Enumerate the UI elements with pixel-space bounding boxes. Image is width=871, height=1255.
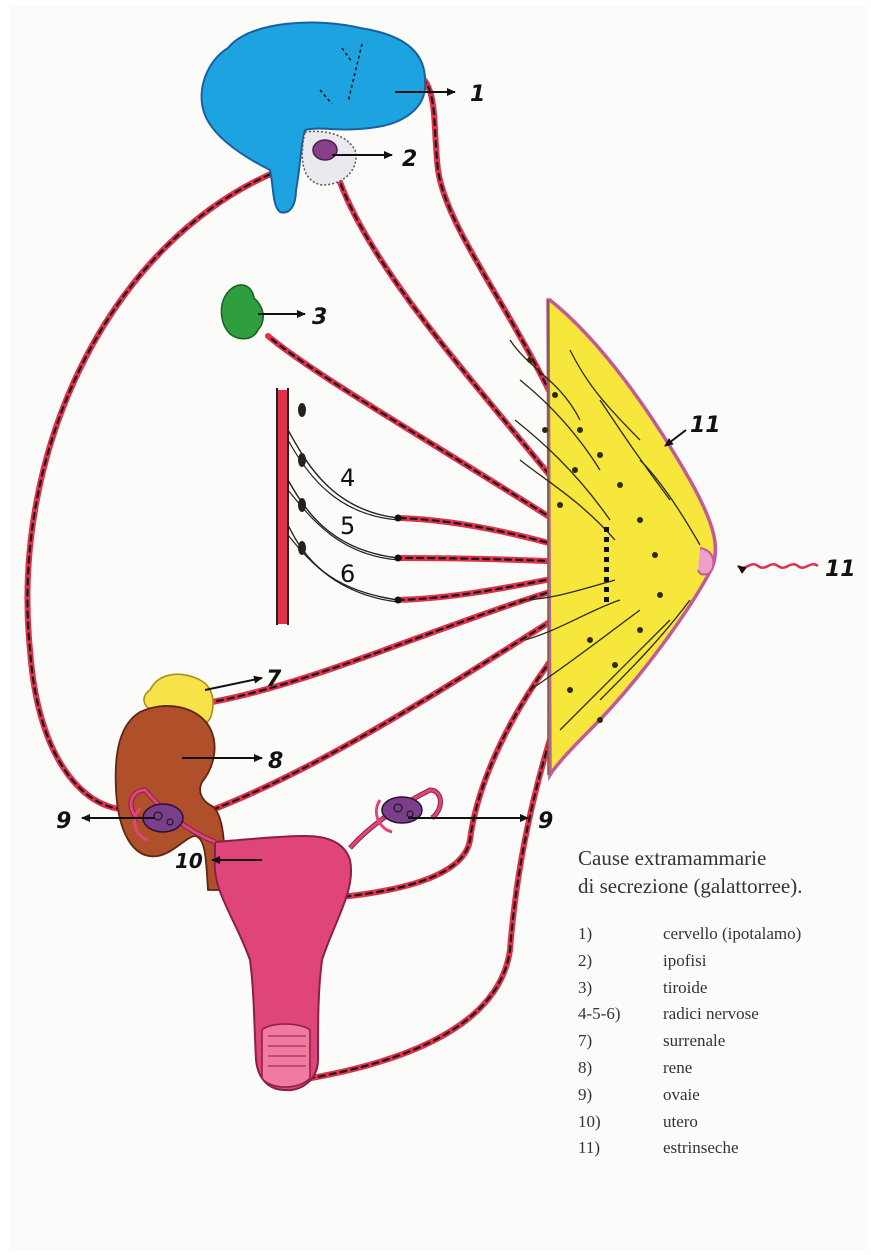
- legend-number: 1): [578, 924, 592, 944]
- legend-text: surrenale: [663, 1031, 725, 1051]
- arrow-11-lower: [738, 564, 818, 567]
- label-3: 3: [312, 305, 327, 330]
- legend-number: 8): [578, 1058, 592, 1078]
- legend-text: ipofisi: [663, 951, 706, 971]
- arrow-11-upper: [665, 430, 686, 446]
- legend-text: radici nervose: [663, 1004, 759, 1024]
- legend-item: 9) ovaie: [578, 1085, 868, 1112]
- label-1: 1: [470, 82, 485, 107]
- legend-item: 11) estrinseche: [578, 1138, 868, 1165]
- caption-line-2: di secrezione (galattorree).: [578, 872, 868, 900]
- arrow-7: [205, 678, 262, 690]
- legend-text: rene: [663, 1058, 692, 1078]
- legend-item: 8) rene: [578, 1058, 868, 1085]
- spinal-cord-illustration: [277, 388, 402, 625]
- label-9-right: 9: [538, 809, 553, 834]
- legend-item: 7) surrenale: [578, 1031, 868, 1058]
- legend-item: 1) cervello (ipotalamo): [578, 924, 868, 951]
- label-10: 10: [175, 849, 203, 873]
- label-6: 6: [340, 560, 355, 588]
- label-7: 7: [266, 667, 282, 692]
- legend-list: 1) cervello (ipotalamo) 2) ipofisi 3) tiroi…: [578, 924, 868, 1165]
- legend-item: 2) ipofisi: [578, 951, 868, 978]
- label-2: 2: [402, 147, 417, 172]
- label-5: 5: [340, 512, 355, 540]
- legend-text: ovaie: [663, 1085, 700, 1105]
- legend-text: cervello (ipotalamo): [663, 924, 801, 944]
- legend-number: 7): [578, 1031, 592, 1051]
- caption-line-1: Cause extramammarie: [578, 844, 868, 872]
- legend-text: utero: [663, 1112, 698, 1132]
- legend-item: 3) tiroide: [578, 978, 868, 1005]
- label-11-lower: 11: [825, 557, 856, 582]
- label-4: 4: [340, 464, 355, 492]
- legend-number: 4-5-6): [578, 1004, 620, 1024]
- legend-text: estrinseche: [663, 1138, 739, 1158]
- legend-item: 4-5-6) radici nervose: [578, 1004, 868, 1031]
- label-8: 8: [268, 749, 283, 774]
- legend-item: 10) utero: [578, 1112, 868, 1139]
- legend-number: 2): [578, 951, 592, 971]
- label-9-left: 9: [56, 809, 71, 834]
- label-11-upper: 11: [690, 413, 721, 438]
- legend-number: 11): [578, 1138, 600, 1158]
- legend-text: tiroide: [663, 978, 707, 998]
- thyroid-illustration: [221, 285, 263, 339]
- diagram-caption: Cause extramammarie di secrezione (galat…: [578, 844, 868, 900]
- ovary-right: [376, 797, 422, 832]
- legend-number: 10): [578, 1112, 601, 1132]
- legend-number: 3): [578, 978, 592, 998]
- brain-illustration: [202, 23, 426, 213]
- legend-number: 9): [578, 1085, 592, 1105]
- pathway-ovary-left: [190, 585, 610, 818]
